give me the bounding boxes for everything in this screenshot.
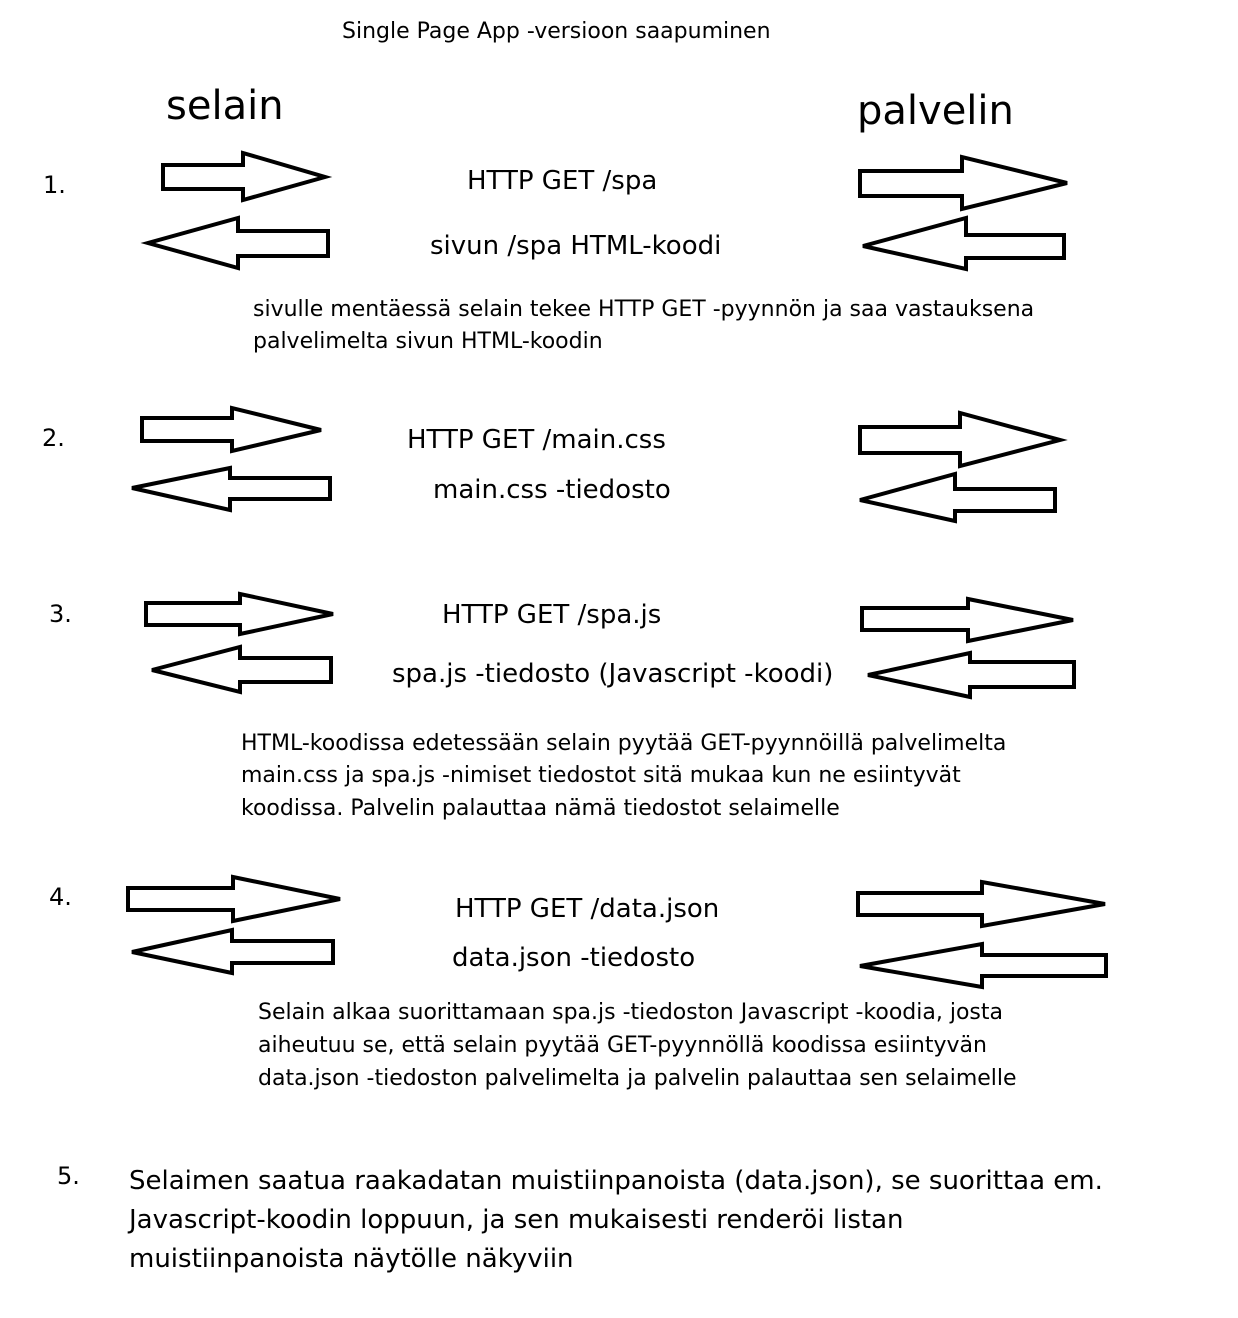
step-2-request-arrow-browser	[140, 405, 322, 454]
step-4-description-line-3: data.json -tiedoston palvelimelta ja pal…	[258, 1066, 1017, 1091]
step-1-request-arrow-browser	[161, 150, 333, 203]
step-4-request: HTTP GET /data.json	[455, 894, 720, 924]
step-4-number: 4.	[49, 883, 72, 911]
step-5-number: 5.	[57, 1162, 80, 1190]
step-1-request-arrow-server	[858, 154, 1068, 212]
step-3-request-arrow-server	[860, 596, 1074, 644]
step-2-response-arrow-server	[859, 471, 1057, 524]
step-4-request-arrow-server	[856, 879, 1106, 929]
step-1-description-line-2: palvelimelta sivun HTML-koodin	[253, 329, 603, 354]
diagram-title: Single Page App -versioon saapuminen	[342, 19, 771, 44]
step-2-request-arrow-server	[858, 410, 1068, 469]
step-1-response-arrow-browser	[140, 215, 330, 271]
step-1-request: HTTP GET /spa	[467, 166, 658, 196]
step-1-number: 1.	[43, 171, 66, 199]
step-3-request: HTTP GET /spa.js	[442, 600, 662, 630]
server-actor-label: palvelin	[857, 88, 1014, 134]
step-2-response: main.css -tiedosto	[433, 475, 671, 505]
browser-actor-label: selain	[166, 83, 284, 129]
step-1-response: sivun /spa HTML-koodi	[430, 231, 722, 261]
step-4-description-line-1: Selain alkaa suorittamaan spa.js -tiedos…	[258, 1000, 1003, 1025]
step-3-response-arrow-server	[867, 650, 1076, 700]
step-4-description-line-2: aiheutuu se, että selain pyytää GET-pyyn…	[258, 1033, 987, 1058]
step-3-description-line-3: koodissa. Palvelin palauttaa nämä tiedos…	[241, 796, 840, 821]
step-1-description-line-1: sivulle mentäessä selain tekee HTTP GET …	[253, 297, 1035, 322]
step-4-response-arrow-server	[859, 941, 1108, 990]
step-3-request-arrow-browser	[144, 591, 334, 637]
step-3-response: spa.js -tiedosto (Javascript -koodi)	[392, 659, 834, 689]
step-3-description-line-2: main.css ja spa.js -nimiset tiedostot si…	[241, 763, 961, 788]
step-3-description-line-1: HTML-koodissa edetessään selain pyytää G…	[241, 731, 1007, 756]
step-5-description-line-2: Javascript-koodin loppuun, ja sen mukais…	[129, 1205, 904, 1235]
step-3-response-arrow-browser	[151, 644, 333, 695]
step-5-description-line-1: Selaimen saatua raakadatan muistiinpanoi…	[129, 1166, 1103, 1196]
step-4-response-arrow-browser	[131, 927, 335, 976]
step-1-response-arrow-server	[862, 215, 1066, 272]
step-4-request-arrow-browser	[126, 874, 341, 924]
step-5-description-line-3: muistiinpanoista näytölle näkyviin	[129, 1244, 574, 1274]
step-3-number: 3.	[49, 600, 72, 628]
step-2-request: HTTP GET /main.css	[407, 425, 666, 455]
step-4-response: data.json -tiedosto	[452, 943, 696, 973]
step-2-response-arrow-browser	[131, 465, 332, 513]
step-2-number: 2.	[42, 424, 65, 452]
